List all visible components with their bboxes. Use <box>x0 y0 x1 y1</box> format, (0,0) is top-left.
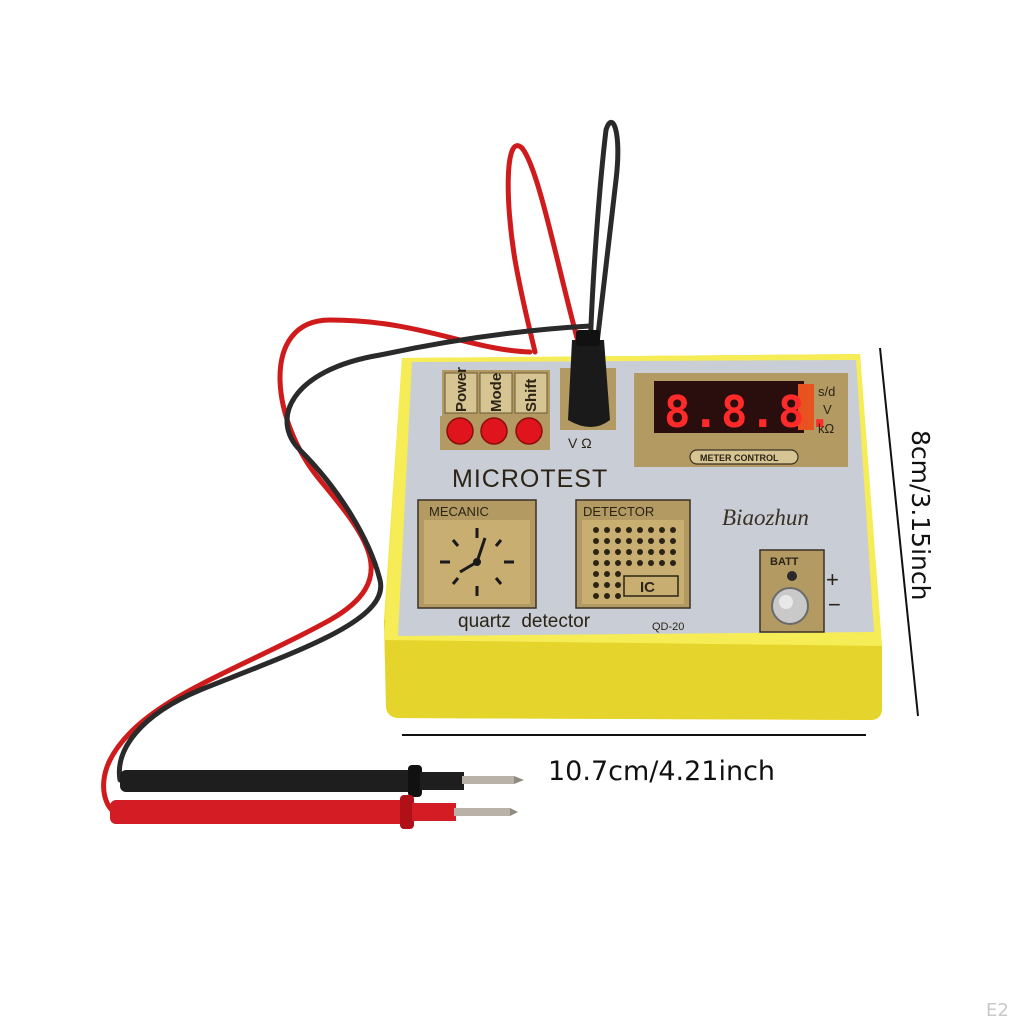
mode-button-label: Mode <box>488 373 505 412</box>
detector-label: DETECTOR <box>583 504 654 519</box>
test-leads-wires <box>101 120 621 815</box>
power-button[interactable] <box>446 417 474 445</box>
unit-v: V <box>823 402 832 417</box>
model-number: QD-20 <box>652 621 684 633</box>
shift-button[interactable] <box>515 417 543 445</box>
height-dimension: 8cm/3.15inch <box>879 347 935 717</box>
shift-button-label: Shift <box>523 379 540 412</box>
clock-icon <box>440 528 514 596</box>
watermark: E2 <box>986 1000 1009 1021</box>
black-wire-left <box>116 323 593 783</box>
ic-grid-icon <box>593 527 676 599</box>
footer-text: quartz detector <box>458 611 591 632</box>
black-wire-loop-top <box>587 120 621 358</box>
batt-label: BATT <box>770 556 799 568</box>
meter-control-label: METER CONTROL <box>700 453 779 463</box>
width-dimension-label: 10.7cm/4.21inch <box>548 756 775 787</box>
batt-minus: − <box>828 592 841 617</box>
meter-display: 8.8.8. s/d V kΩ METER CONTROL <box>634 373 848 467</box>
black-probe[interactable] <box>120 765 524 797</box>
height-dimension-label: 8cm/3.15inch <box>906 430 935 600</box>
mecanic-label: MECANIC <box>429 504 489 519</box>
unit-sd: s/d <box>818 384 835 399</box>
batt-plus: + <box>826 567 839 592</box>
probe-jack-label: V Ω <box>568 435 592 451</box>
device-title: MICROTEST <box>452 465 608 493</box>
display-digits: 8.8.8. <box>664 387 835 438</box>
width-dimension: 10.7cm/4.21inch <box>402 734 866 787</box>
battery-section: BATT + − <box>759 549 841 633</box>
unit-kohm: kΩ <box>818 421 835 436</box>
probe-jack[interactable] <box>568 340 610 427</box>
front-panel: Power Mode Shift V Ω 8.8.8. s/d V kΩ MET… <box>398 330 874 636</box>
detector-section: DETECTOR IC <box>575 499 691 609</box>
red-probe[interactable] <box>110 795 518 829</box>
ic-label: IC <box>640 579 655 596</box>
mecanic-section: MECANIC <box>417 499 537 609</box>
red-wire-loop-top <box>505 143 585 359</box>
power-button-label: Power <box>453 367 470 412</box>
brand-name: Biaozhun <box>722 505 809 530</box>
mode-button[interactable] <box>480 417 508 445</box>
